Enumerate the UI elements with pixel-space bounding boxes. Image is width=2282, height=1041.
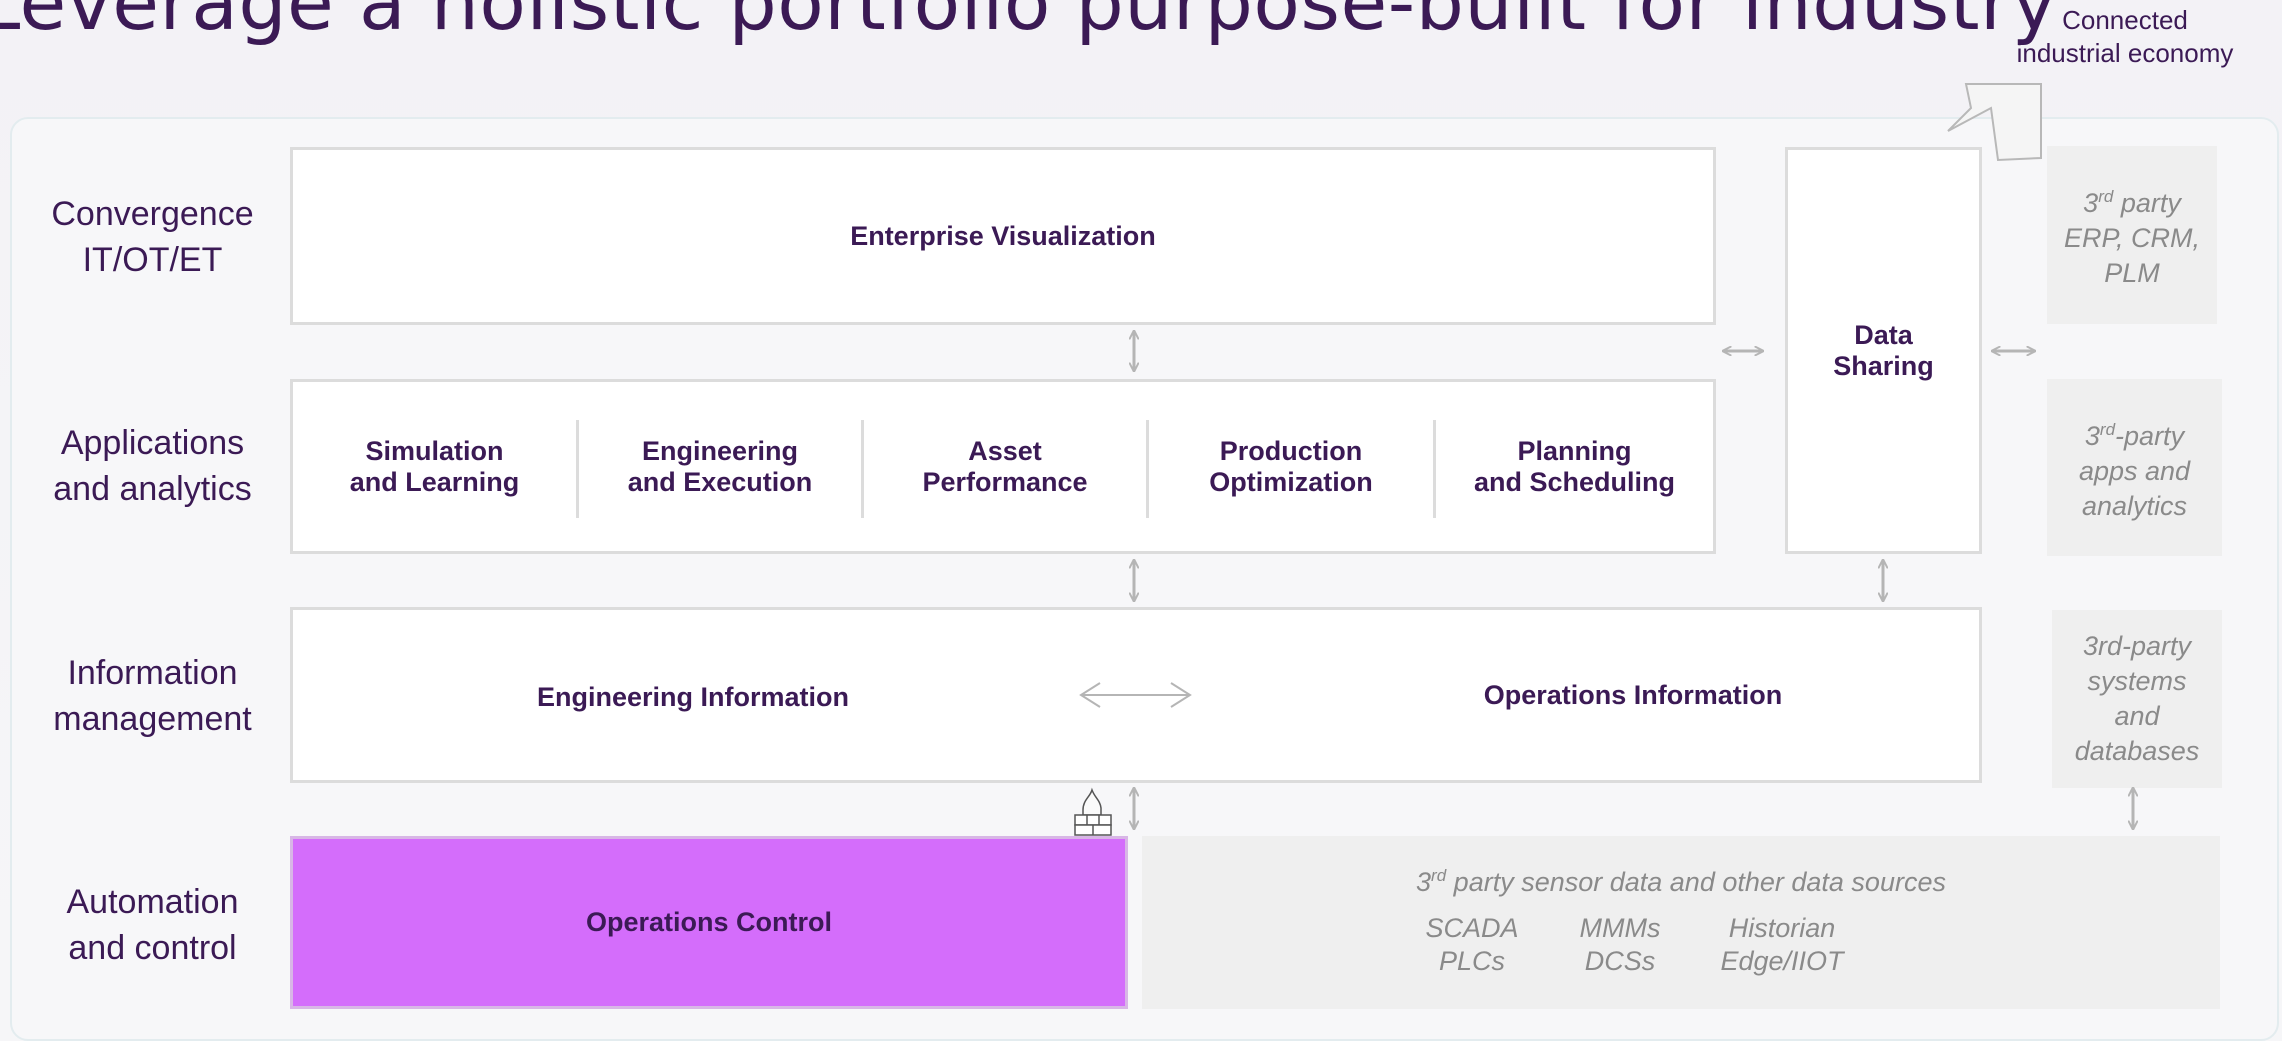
sensor-col-historian: Historian Edge/IIOT: [1707, 912, 1857, 978]
engineering-information: Engineering Information: [536, 681, 849, 712]
app-line: Optimization: [1209, 466, 1373, 497]
sensor-col-mmms: MMMs DCSs: [1560, 912, 1680, 978]
app-line: Asset: [968, 435, 1042, 466]
enterprise-visualization-box: Enterprise Visualization: [290, 147, 1716, 325]
layer-label-automation: Automation and control: [10, 879, 295, 971]
sensor-item: PLCs: [1438, 946, 1506, 976]
sensor-heading-text: party sensor data and other data sources: [1446, 867, 1946, 897]
sensor-item: Historian: [1728, 913, 1836, 943]
third-party-apps-line1: 3rd-party: [2079, 412, 2190, 454]
connected-line1: Connected: [2062, 5, 2188, 35]
sensor-col-scada: SCADA PLCs: [1412, 912, 1532, 978]
app-separator: [1146, 420, 1149, 518]
layer-line: management: [53, 700, 252, 738]
third-party-systems-line4: databases: [2074, 736, 2200, 766]
layer-line: Convergence: [51, 195, 254, 233]
layer-line: Applications: [60, 424, 245, 462]
operations-information: Operations Information: [1483, 679, 1783, 710]
app-line: Engineering: [641, 435, 798, 466]
firewall-icon: [1074, 787, 1112, 836]
connected-economy-arrow-icon: [1947, 83, 2042, 162]
app-line: and Execution: [627, 466, 813, 497]
layer-line: IT/OT/ET: [82, 241, 223, 279]
third-party-systems-line2: systems: [2087, 666, 2187, 696]
page-title: Leverage a holistic portfolio purpose-bu…: [0, 0, 2058, 47]
layer-line: and analytics: [53, 470, 252, 508]
ordinal-number: 3: [2084, 420, 2100, 451]
app-separator: [576, 420, 579, 518]
third-party-systems: 3rd-party systems and databases: [2052, 610, 2222, 788]
app-separator: [1433, 420, 1436, 518]
third-party-text: -party: [2115, 420, 2185, 451]
app-separator: [861, 420, 864, 518]
third-party-text: party: [2113, 188, 2181, 218]
enterprise-visualization-label: Enterprise Visualization: [850, 220, 1156, 251]
sensor-heading: 3rd party sensor data and other data sou…: [1142, 866, 2220, 898]
ordinal-suffix: rd: [2098, 187, 2114, 206]
connected-line2: industrial economy: [2016, 38, 2234, 68]
ordinal-number: 3: [2083, 188, 2099, 218]
third-party-systems-line1: 3rd-party: [2082, 631, 2192, 661]
data-sharing-line: Sharing: [1833, 351, 1934, 381]
operations-control-label: Operations Control: [585, 907, 832, 937]
layer-label-information: Information management: [10, 650, 295, 742]
app-line: Performance: [922, 466, 1088, 497]
sensor-item: Edge/IIOT: [1720, 946, 1844, 976]
operations-control-box: Operations Control: [290, 836, 1128, 1009]
third-party-erp-line1: 3rd party: [2064, 179, 2200, 221]
layer-label-applications: Applications and analytics: [10, 420, 295, 512]
information-exchange-arrow-icon: [1079, 682, 1192, 708]
ordinal-number: 3: [1416, 867, 1432, 897]
app-line: Simulation: [365, 435, 504, 466]
sensor-item: MMMs: [1579, 913, 1661, 943]
third-party-apps: 3rd-party apps and analytics: [2047, 379, 2222, 556]
layer-line: Automation: [66, 883, 239, 921]
app-line: Planning: [1517, 435, 1632, 466]
app-line: Production: [1219, 435, 1363, 466]
layer-line: Information: [67, 654, 238, 692]
sensor-item: DCSs: [1584, 946, 1656, 976]
layer-line: and control: [68, 929, 237, 967]
app-line: and Scheduling: [1473, 466, 1675, 497]
connected-economy-label: Connected industrial economy: [1985, 4, 2265, 70]
third-party-erp: 3rd party ERP, CRM, PLM: [2047, 146, 2217, 324]
ordinal-suffix: rd: [1431, 866, 1447, 885]
third-party-erp-line2: ERP, CRM,: [2063, 223, 2201, 253]
third-party-erp-line3: PLM: [2104, 258, 2160, 288]
layer-label-convergence: Convergence IT/OT/ET: [10, 191, 295, 283]
data-sharing-box: Data Sharing: [1785, 147, 1982, 554]
third-party-systems-line3: and: [2114, 701, 2160, 731]
ordinal-suffix: rd: [2099, 419, 2116, 439]
app-line: and Learning: [349, 466, 520, 497]
data-sharing-line: Data: [1854, 320, 1913, 350]
third-party-apps-line3: analytics: [2081, 490, 2188, 521]
third-party-apps-line2: apps and: [2078, 455, 2191, 486]
sensor-item: SCADA: [1425, 913, 1519, 943]
third-party-sensor-box: 3rd party sensor data and other data sou…: [1142, 836, 2220, 1009]
